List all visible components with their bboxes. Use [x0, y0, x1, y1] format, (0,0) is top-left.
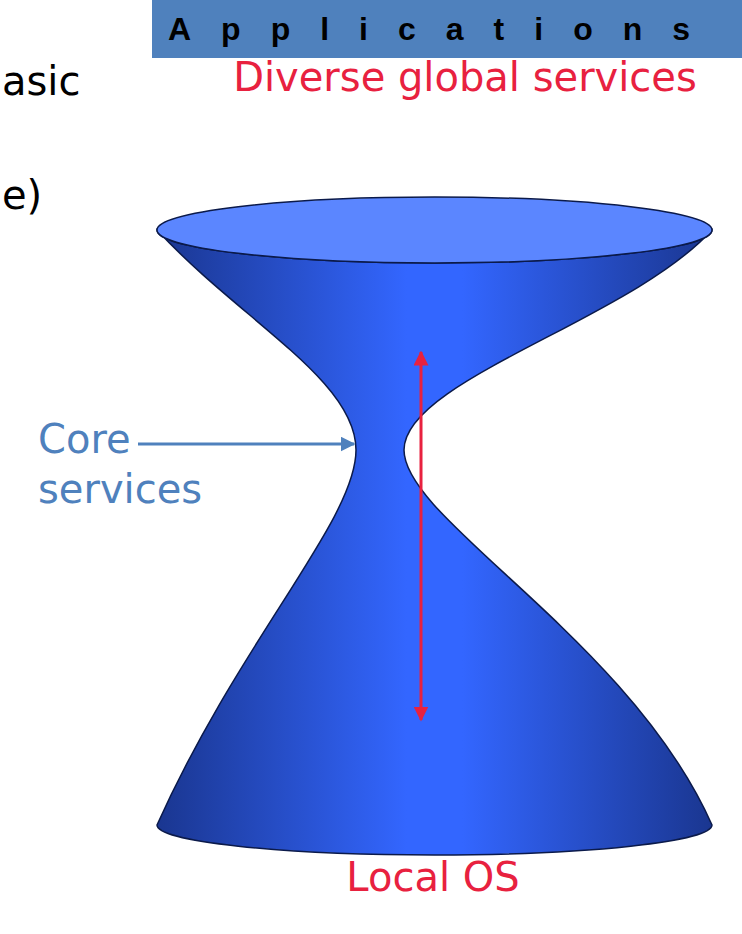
cut-text: e): [2, 170, 42, 220]
hourglass-body: [157, 230, 712, 855]
callout-label: Core services: [38, 414, 238, 514]
banner-title: Applications: [168, 11, 720, 48]
cut-text: asic: [2, 56, 80, 106]
hourglass-top-rim: [157, 197, 712, 263]
layer-label: Local OS: [346, 852, 519, 902]
layer-label: Diverse global services: [233, 52, 697, 102]
banner-box: Applications: [152, 0, 742, 58]
core-span-arrow: [420, 352, 423, 720]
leader-arrow: [138, 443, 354, 446]
